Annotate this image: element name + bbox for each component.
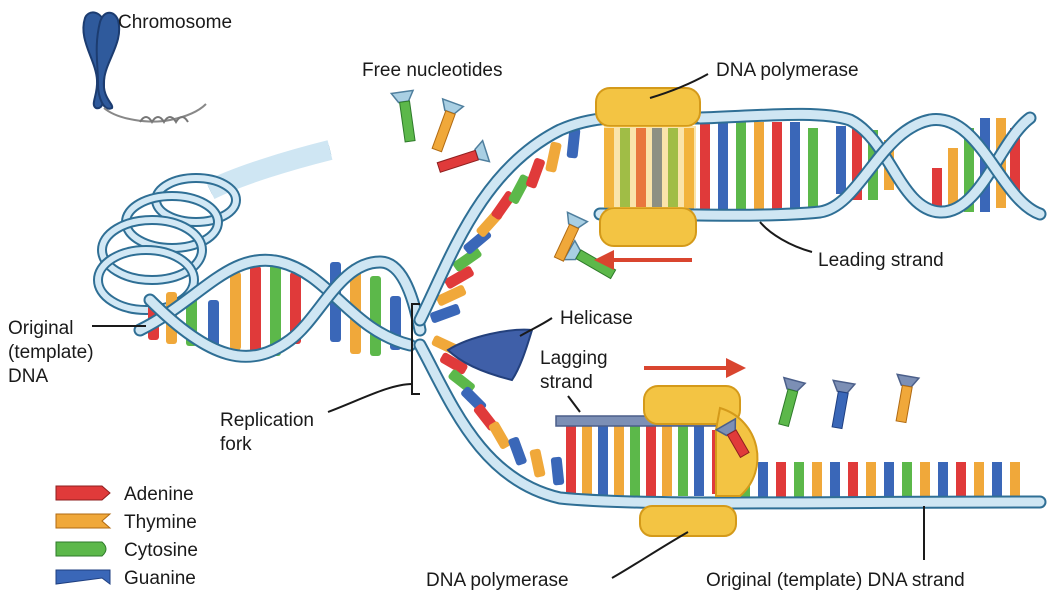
free-nucleotides-label: Free nucleotides [362, 60, 502, 81]
template-strand-label: Original (template) DNA strand [706, 570, 965, 591]
helicase-icon [446, 328, 534, 382]
legend-label-thymine: Thymine [124, 512, 197, 533]
lagging-strand-label-1: Lagging [540, 348, 608, 369]
legend-item-thymine: Thymine [55, 512, 197, 533]
legend: Adenine Thymine Cytosine Guanine [55, 484, 198, 589]
thymine-swatch-icon [55, 513, 112, 529]
chromatin-coil [93, 140, 333, 315]
guanine-swatch-icon [55, 569, 111, 585]
legend-label-adenine: Adenine [124, 484, 194, 505]
legend-label-cytosine: Cytosine [124, 540, 198, 561]
dna-polymerase-bottom-label: DNA polymerase [426, 570, 569, 591]
leading-direction-arrow [594, 250, 692, 270]
lower-template-strand [413, 338, 1047, 510]
leader-helicase [519, 317, 553, 337]
chromosome-label: Chromosome [118, 12, 232, 33]
lagging-strand-label-2: strand [540, 372, 593, 393]
legend-item-cytosine: Cytosine [55, 540, 198, 561]
leader-replication-fork [327, 383, 413, 413]
helicase-label: Helicase [560, 308, 633, 329]
lagging-direction-arrow [644, 358, 746, 378]
dna-polymerase-top [595, 87, 701, 247]
upper-fork-bases [430, 127, 581, 323]
original-dna-label-3: DNA [8, 366, 48, 387]
chromosome-icon [82, 11, 207, 124]
upper-duplex-backbones [593, 107, 1047, 222]
cytosine-swatch-icon [55, 541, 107, 557]
leader-dna-polymerase-top [649, 73, 709, 99]
leader-lagging-strand [567, 395, 581, 413]
replication-fork-label-2: fork [220, 434, 252, 455]
dna-polymerase-top-label: DNA polymerase [716, 60, 859, 81]
legend-label-guanine: Guanine [124, 568, 196, 589]
original-dna-label-2: (template) [8, 342, 94, 363]
leader-dna-polymerase-bottom [611, 531, 689, 579]
replication-fork-bracket [411, 303, 420, 395]
free-nucleotides-top [389, 89, 617, 280]
original-dna-label-1: Original [8, 318, 73, 339]
leader-leading-strand [759, 221, 813, 253]
leading-strand-label: Leading strand [818, 250, 944, 271]
replication-fork-label-1: Replication [220, 410, 314, 431]
lower-duplex-bases [566, 424, 1020, 498]
adenine-swatch-icon [55, 485, 111, 501]
free-nucleotides-bottom [714, 373, 921, 459]
helix-backbones [133, 253, 427, 363]
legend-item-guanine: Guanine [55, 568, 196, 589]
legend-item-adenine: Adenine [55, 484, 194, 505]
